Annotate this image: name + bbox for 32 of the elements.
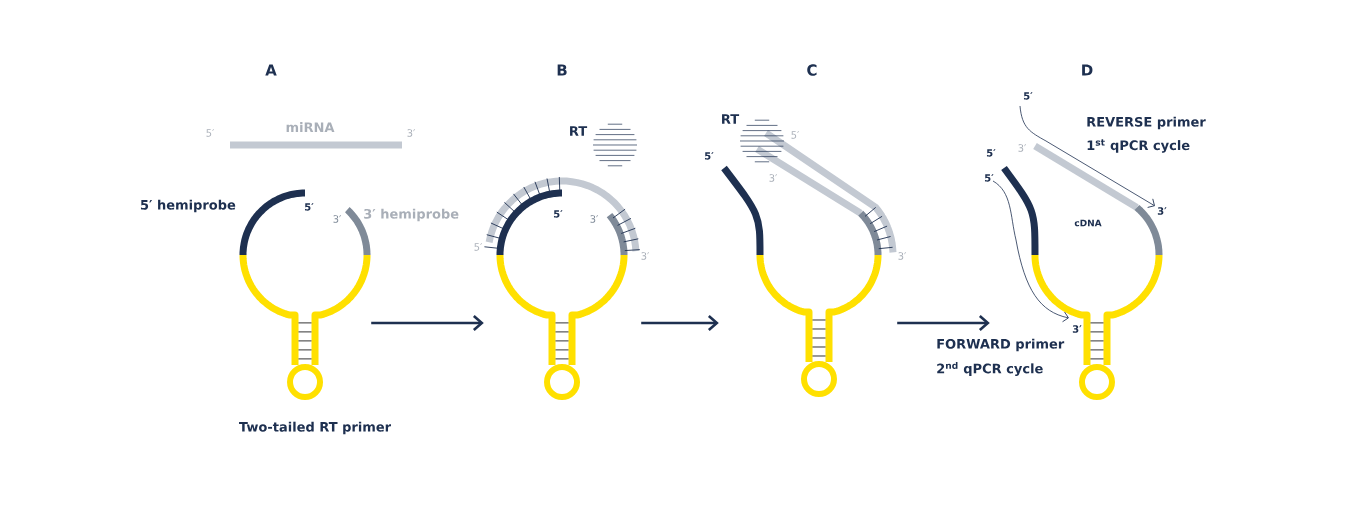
molecule-label: cDNA — [1074, 219, 1102, 227]
end-label: 3′ — [333, 215, 342, 223]
molecule-label: miRNA — [286, 122, 335, 132]
end-label: 3′ — [407, 129, 416, 137]
panel-letter: A — [265, 64, 277, 76]
end-label: 5′ — [986, 149, 996, 157]
arrow — [371, 315, 484, 331]
molecule-label: REVERSE primer — [1087, 116, 1206, 130]
end-label: 3′ — [1157, 207, 1167, 215]
arrow — [897, 315, 990, 331]
end-label: 5′ — [984, 174, 994, 182]
hairpin-drawing — [483, 123, 641, 400]
end-label: 5′ — [305, 203, 314, 211]
end-label: 5′ — [791, 131, 800, 139]
end-label: 5′ — [206, 129, 215, 137]
panel-letter: D — [1082, 64, 1093, 76]
molecule-label: 2$^{nd}$ qPCR cycle — [937, 361, 1043, 377]
molecule-label: 3′ hemiprobe — [364, 208, 459, 222]
molecule-label: 1$^{st}$ qPCR cycle — [1087, 139, 1190, 153]
end-label: 3′ — [769, 174, 778, 182]
panel-letter: B — [557, 64, 567, 76]
end-label: 5′ — [705, 152, 714, 160]
end-label: 5′ — [554, 210, 563, 218]
molecule-label: Two-tailed RT primer — [239, 421, 391, 435]
arrow — [641, 315, 719, 331]
molecule-label: RT — [570, 126, 588, 136]
panel-letter: C — [807, 64, 817, 76]
molecule-label: RT — [722, 114, 740, 124]
molecule-label: FORWARD primer — [937, 338, 1065, 352]
end-label: 3′ — [590, 215, 599, 223]
end-label: 3′ — [1018, 144, 1027, 152]
end-label: 3′ — [1072, 325, 1082, 333]
